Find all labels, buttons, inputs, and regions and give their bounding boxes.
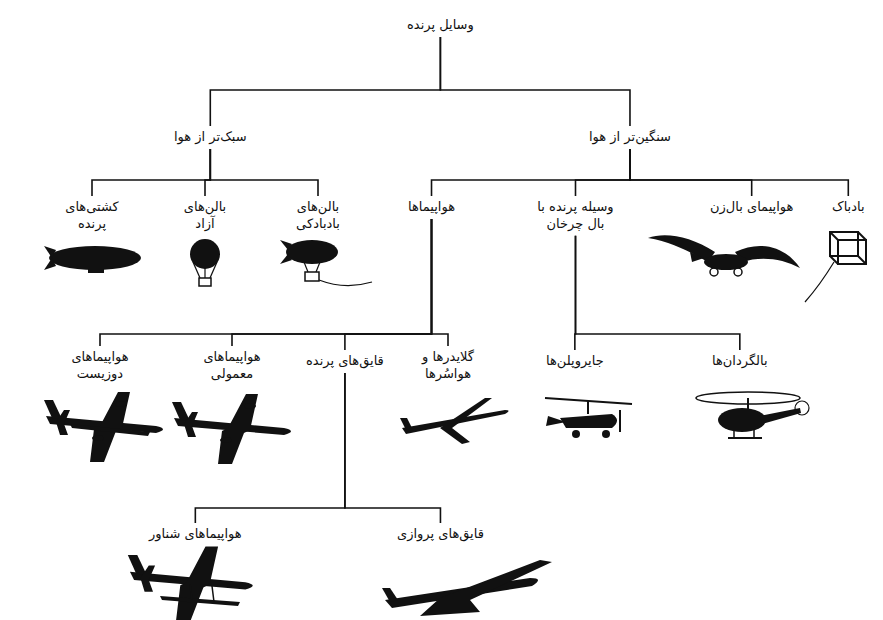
glider-figure [400,398,509,444]
tree-connector [432,149,630,196]
category-label: هواپیماهای دوزیست [56,348,144,384]
category-name: بالگردان‌ها [712,353,768,370]
category-name: قایق‌های پرنده [306,353,384,370]
gyroplane-figure [545,398,632,438]
tree-connector [576,149,630,196]
category-name: سبک‌تر از هوا [174,129,247,146]
free-balloon-figure [190,239,220,286]
airship-figure [44,246,141,273]
tree-connector [432,219,448,346]
tree-connector [345,219,432,350]
category-name: قایق‌های پروازی [397,526,484,543]
category-name: بالن‌های آزاد [179,199,231,233]
category-name: جایروپلن‌ها [546,353,604,370]
tree-connector [574,236,576,350]
category-label: کشتی‌های پرنده [57,198,127,234]
amphibian-figure [44,392,163,462]
tree-connector [440,37,630,126]
category-label: قایق‌های پرنده [303,352,387,371]
tree-connector [630,149,752,196]
category-label: هواپیمای بال‌زن [707,198,796,217]
category-label: هواپیماها [405,198,458,217]
category-name: وسیله پرنده با بال چرخان [528,199,623,233]
category-label: جایروپلن‌ها [543,352,607,371]
tree-connector [210,37,440,126]
category-label: بادباک [829,198,868,217]
tree-connector [630,149,848,196]
category-label: گلایدرها و هواسُرها [404,348,492,384]
helicopter-figure [696,392,809,438]
kite-balloon-figure [280,240,372,286]
category-name: وسایل پرنده [407,17,474,34]
tree-connector [210,149,318,196]
category-label: بالگردان‌ها [709,352,771,371]
category-name: بالن‌های بادبادکی [286,199,350,233]
category-label: بالن‌های آزاد [176,198,234,234]
tree-connector [232,219,432,346]
category-label: هواپیماهای شناور [146,525,245,544]
airplane-figure [172,394,291,464]
category-name: هواپیمای بال‌زن [710,199,793,216]
tree-connector [100,219,432,346]
tree-connector [576,236,740,350]
category-name: سنگین‌تر از هوا [589,129,671,146]
category-name: کشتی‌های پرنده [60,199,124,233]
seaplane-figure [128,547,253,620]
category-label: هواپیماهای معمولی [188,348,276,384]
category-label: سبک‌تر از هوا [171,128,250,147]
category-name: هواپیماها [408,199,455,216]
category-name: هواپیماهای شناور [149,526,242,543]
ornithopter-figure [648,235,800,276]
category-label: قایق‌های پروازی [394,525,487,544]
tree-connector [92,149,210,196]
tree-connector [345,373,441,523]
flying-boat-figure [382,560,552,616]
category-name: هواپیماهای دوزیست [59,349,141,383]
category-label: وسیله پرنده با بال چرخان [525,198,626,234]
tree-connector [195,373,345,523]
category-label: بالن‌های بادبادکی [283,198,353,234]
kite-figure [805,232,866,302]
category-label: سنگین‌تر از هوا [586,128,674,147]
category-name: هواپیماهای معمولی [191,349,273,383]
category-label: وسایل پرنده [404,16,477,35]
category-name: بادباک [832,199,865,216]
category-name: گلایدرها و هواسُرها [407,349,489,383]
